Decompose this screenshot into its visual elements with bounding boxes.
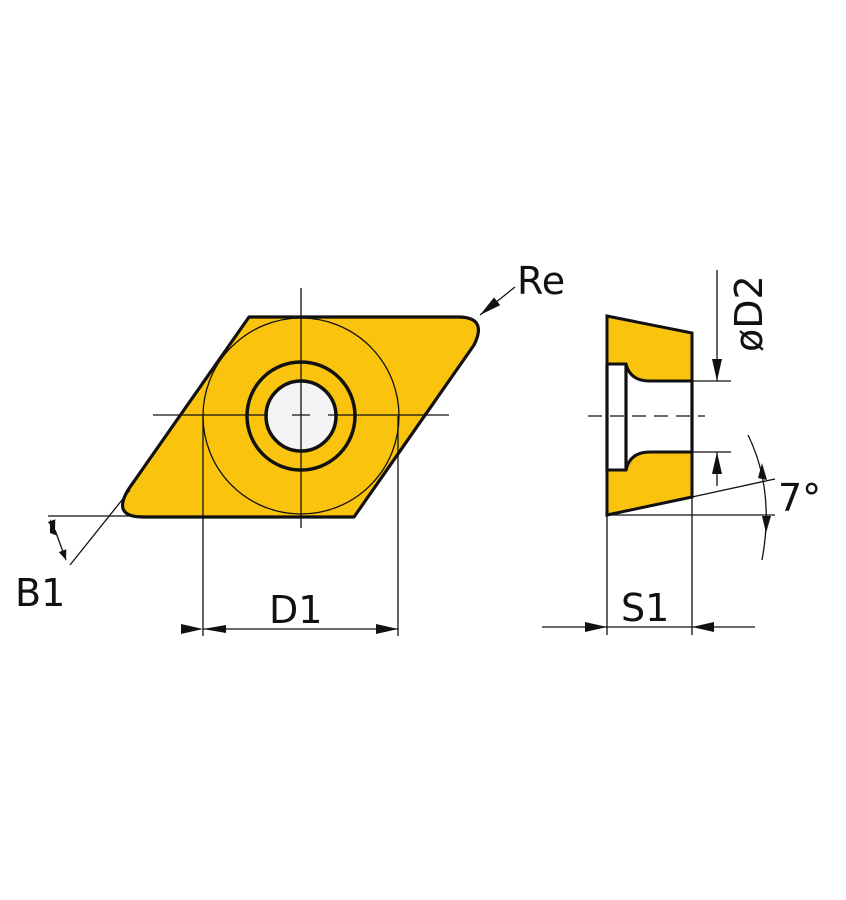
label-re: Re	[517, 259, 565, 303]
side-section-upper	[605, 314, 694, 383]
label-s1: S1	[621, 586, 669, 630]
label-angle: 7°	[778, 476, 821, 520]
label-b1: B1	[15, 571, 65, 615]
label-d1: D1	[269, 588, 322, 632]
top-view: D1 Re B1	[15, 259, 565, 636]
side-view: S1 øD2 7°	[542, 270, 821, 635]
re-leader-line	[479, 286, 516, 316]
label-d2: øD2	[727, 275, 771, 352]
b1-tangent-line	[69, 489, 131, 566]
side-section-lower	[605, 450, 694, 517]
angle-arc	[747, 434, 767, 561]
angle-clearance-line	[691, 478, 776, 498]
